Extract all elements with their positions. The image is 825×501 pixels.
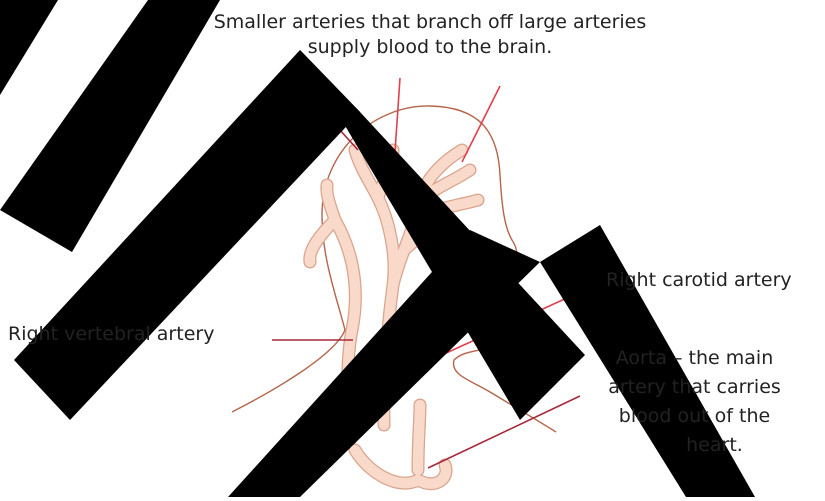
pointer-line-top-right <box>462 86 500 162</box>
label-smaller-arteries-line2: supply blood to the brain. <box>150 35 710 60</box>
label-right-carotid-artery: Right carotid artery <box>606 268 792 293</box>
label-aorta-line3: blood out of the <box>592 402 797 431</box>
label-aorta-line1: Aorta – the main <box>592 344 797 373</box>
label-aorta-line4: heart. <box>592 431 797 460</box>
pointer-line-aorta <box>428 396 580 468</box>
label-aorta-line2: artery that carries <box>592 373 797 402</box>
label-smaller-arteries: Smaller arteries that branch off large a… <box>150 10 710 60</box>
pointer-line-top-center <box>395 78 400 152</box>
label-right-vertebral-artery: Right vertebral artery <box>8 322 214 347</box>
label-aorta: Aorta – the main artery that carries blo… <box>592 344 797 460</box>
label-smaller-arteries-line1: Smaller arteries that branch off large a… <box>150 10 710 35</box>
